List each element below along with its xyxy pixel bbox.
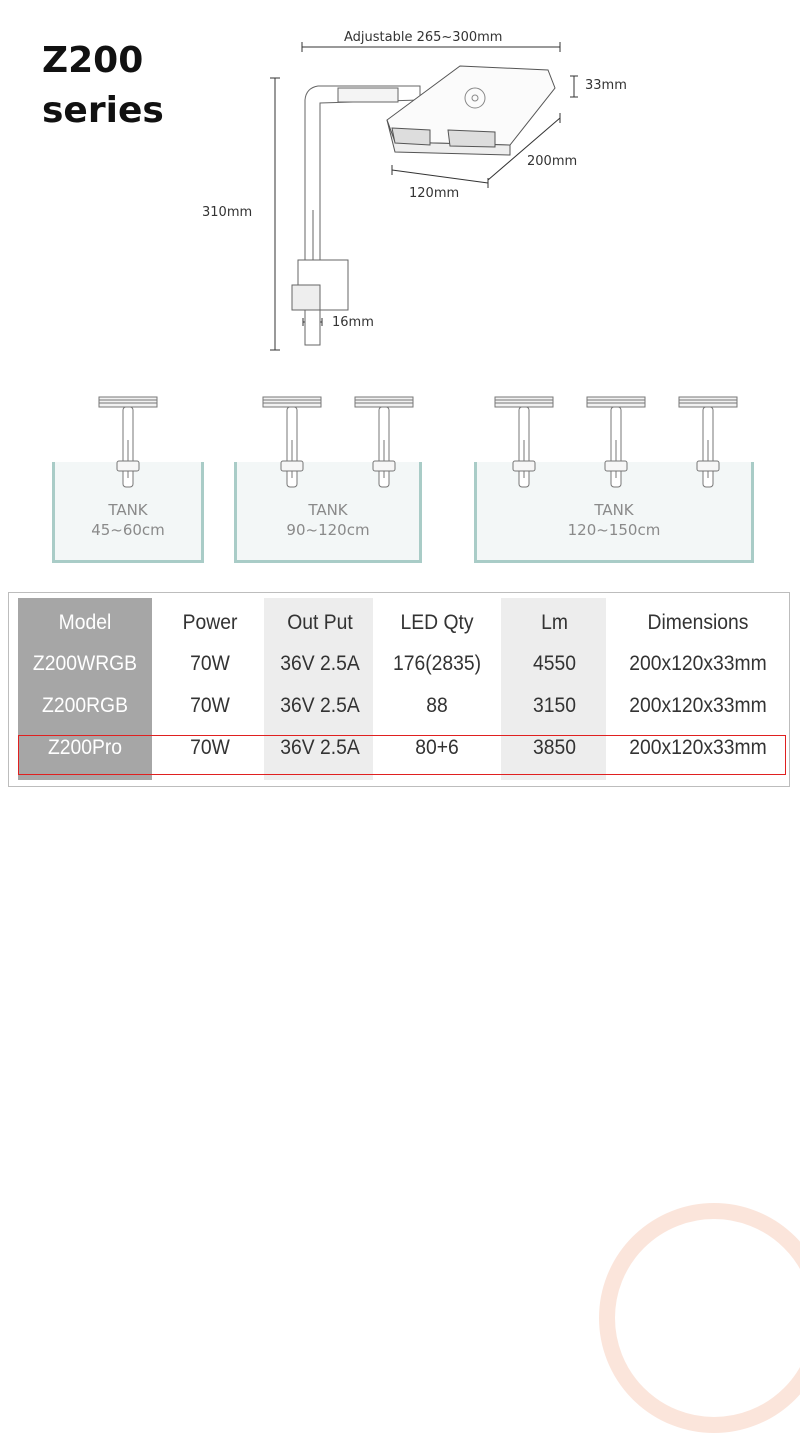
tank-size: 90~120cm	[286, 521, 370, 539]
dim-depth: 200mm	[527, 154, 578, 169]
table-cell: 3850	[532, 736, 576, 759]
table-cell: 88	[426, 694, 448, 717]
table-cell: 36V 2.5A	[280, 736, 360, 759]
fixture-diagram	[270, 42, 578, 351]
table-header: Power	[182, 611, 238, 634]
model-column-bg	[18, 598, 152, 780]
series-title: Z200 series	[42, 36, 164, 136]
title-line-2: series	[42, 90, 164, 131]
dim-width: 120mm	[409, 186, 460, 201]
highlight-row-box	[18, 735, 786, 775]
output-column-bg	[264, 598, 373, 780]
light-fixture-icon	[678, 396, 738, 488]
table-cell: 36V 2.5A	[280, 652, 360, 675]
light-housing	[386, 65, 556, 156]
table-cell: 176(2835)	[392, 652, 482, 675]
dim-total-height: 310mm	[202, 205, 253, 220]
light-fixture-icon	[586, 396, 646, 488]
dimension-lines	[270, 42, 578, 351]
table-cell: 70W	[190, 736, 230, 759]
table-header: Lm	[540, 611, 568, 634]
tank-medium: TANK 90~120cm	[234, 462, 422, 563]
table-cell: Z200Pro	[47, 736, 123, 759]
light-fixture-icon	[98, 396, 158, 488]
table-header: Model	[58, 611, 112, 634]
table-cell: 200x120x33mm	[629, 694, 767, 717]
table-header: Dimensions	[647, 611, 749, 634]
light-fixture-icon	[354, 396, 414, 488]
dim-height: 33mm	[585, 78, 627, 93]
lm-column-bg	[501, 598, 606, 780]
mounting-arm	[291, 85, 421, 346]
tank-label: TANK	[308, 501, 348, 519]
table-cell: 200x120x33mm	[629, 652, 767, 675]
table-cell: 200x120x33mm	[629, 736, 767, 759]
table-cell: Z200WRGB	[32, 652, 138, 675]
table-header: Out Put	[287, 611, 353, 634]
dim-clamp: 16mm	[332, 315, 374, 330]
table-cell: Z200RGB	[42, 694, 128, 717]
watermark-logo	[599, 1203, 800, 1433]
table-cell: 4550	[532, 652, 576, 675]
light-fixture-icon	[494, 396, 554, 488]
dim-adjustable: Adjustable 265~300mm	[344, 30, 503, 45]
table-cell: 70W	[190, 652, 230, 675]
tank-label: TANK	[594, 501, 634, 519]
table-header: LED Qty	[400, 611, 474, 634]
tank-size: 120~150cm	[567, 521, 661, 539]
table-cell: 3150	[532, 694, 576, 717]
light-fixture-icon	[262, 396, 322, 488]
table-cell: 36V 2.5A	[280, 694, 360, 717]
table-cell: 70W	[190, 694, 230, 717]
tank-label: TANK	[108, 501, 148, 519]
tank-size: 45~60cm	[91, 521, 165, 539]
tank-lights	[98, 396, 738, 488]
title-line-1: Z200	[42, 40, 144, 81]
table-cell: 80+6	[415, 736, 459, 759]
